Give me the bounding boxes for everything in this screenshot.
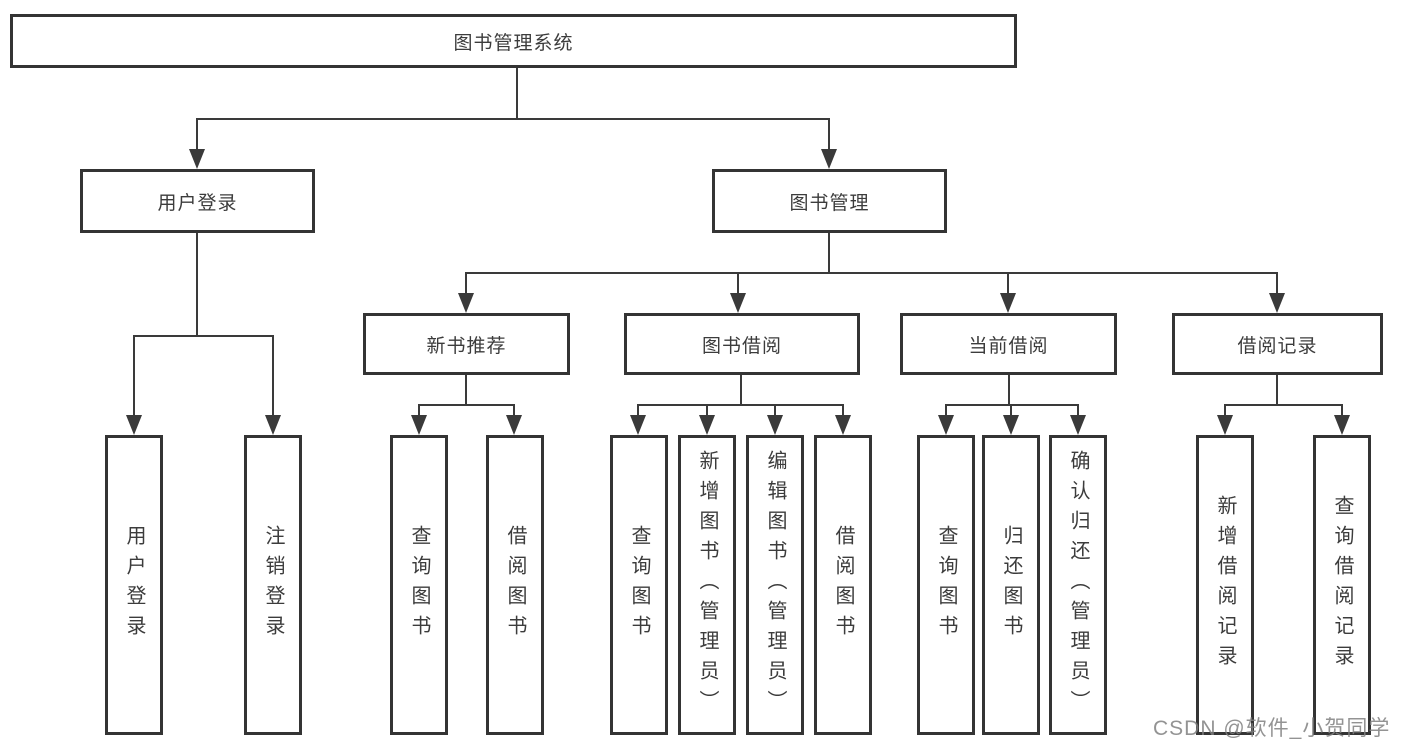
arrowhead-down: [1003, 415, 1019, 435]
connector-line: [1077, 404, 1079, 417]
connector-line: [828, 233, 830, 274]
arrowhead-down: [1269, 293, 1285, 313]
node-borrowing-records-label: 借阅记录: [1237, 335, 1318, 357]
connector-line: [133, 335, 135, 417]
connector-line: [706, 404, 708, 417]
connector-line: [1276, 375, 1278, 406]
node-user-login-label: 用户登录: [157, 192, 238, 214]
leaf-bb-edit-book-admin: 编辑图书（管理员）: [746, 435, 804, 735]
arrowhead-down: [506, 415, 522, 435]
leaf-br-add-borrow-record-label: 新增借阅记录: [1214, 495, 1236, 675]
node-new-book-recommend-label: 新书推荐: [426, 335, 507, 357]
connector-line: [465, 272, 1278, 274]
leaf-nbr-query-books-label: 查询图书: [408, 525, 430, 645]
connector-line: [516, 68, 518, 120]
leaf-nbr-query-books: 查询图书: [390, 435, 448, 735]
arrowhead-down: [821, 149, 837, 169]
connector-line: [828, 118, 830, 151]
arrowhead-down: [699, 415, 715, 435]
leaf-cb-return-books-label: 归还图书: [1000, 525, 1022, 645]
root-box-library-management-system: 图书管理系统: [10, 14, 1017, 68]
leaf-logout: 注销登录: [244, 435, 302, 735]
connector-line: [740, 375, 742, 406]
leaf-bb-query-books: 查询图书: [610, 435, 668, 735]
node-current-borrowing: 当前借阅: [900, 313, 1117, 375]
node-book-management-label: 图书管理: [789, 192, 870, 214]
connector-line: [637, 404, 639, 417]
connector-line: [272, 335, 274, 417]
leaf-cb-query-books-label: 查询图书: [935, 525, 957, 645]
arrowhead-down: [1217, 415, 1233, 435]
leaf-nbr-borrow-books: 借阅图书: [486, 435, 544, 735]
leaf-bb-borrow-books-label: 借阅图书: [832, 525, 854, 645]
leaf-cb-query-books: 查询图书: [917, 435, 975, 735]
connector-line: [637, 404, 843, 406]
connector-line: [945, 404, 1079, 406]
arrowhead-down: [411, 415, 427, 435]
connector-line: [196, 118, 198, 151]
connector-line: [1341, 404, 1343, 417]
connector-line: [418, 404, 420, 417]
arrowhead-down: [1000, 293, 1016, 313]
leaf-cb-return-books: 归还图书: [982, 435, 1040, 735]
connector-line: [418, 404, 515, 406]
leaf-br-add-borrow-record: 新增借阅记录: [1196, 435, 1254, 735]
arrowhead-down: [189, 149, 205, 169]
leaf-bb-query-books-label: 查询图书: [628, 525, 650, 645]
connector-line: [1224, 404, 1343, 406]
connector-line: [513, 404, 515, 417]
arrowhead-down: [1070, 415, 1086, 435]
leaf-user-login-label: 用户登录: [123, 525, 145, 645]
connector-line: [196, 118, 830, 120]
leaf-cb-confirm-return-admin: 确认归还（管理员）: [1049, 435, 1107, 735]
arrowhead-down: [458, 293, 474, 313]
leaf-bb-borrow-books: 借阅图书: [814, 435, 872, 735]
connector-line: [133, 335, 274, 337]
arrowhead-down: [126, 415, 142, 435]
leaf-br-query-borrow-record: 查询借阅记录: [1313, 435, 1371, 735]
leaf-nbr-borrow-books-label: 借阅图书: [504, 525, 526, 645]
node-borrowing-records: 借阅记录: [1172, 313, 1383, 375]
leaf-br-query-borrow-record-label: 查询借阅记录: [1331, 495, 1353, 675]
root-box-label: 图书管理系统: [453, 32, 574, 54]
connector-line: [842, 404, 844, 417]
connector-line: [1276, 272, 1278, 295]
node-new-book-recommend: 新书推荐: [363, 313, 570, 375]
connector-line: [1224, 404, 1226, 417]
arrowhead-down: [1334, 415, 1350, 435]
connector-line: [1007, 272, 1009, 295]
connector-line: [737, 272, 739, 295]
csdn-watermark: CSDN @软件_小贺同学: [1153, 717, 1391, 740]
connector-line: [465, 375, 467, 406]
arrowhead-down: [767, 415, 783, 435]
leaf-cb-confirm-return-admin-label: 确认归还（管理员）: [1067, 450, 1089, 720]
node-book-borrowing: 图书借阅: [624, 313, 860, 375]
connector-line: [465, 272, 467, 295]
node-book-management: 图书管理: [712, 169, 947, 233]
arrowhead-down: [265, 415, 281, 435]
connector-line: [1010, 404, 1012, 417]
node-current-borrowing-label: 当前借阅: [968, 335, 1049, 357]
node-user-login: 用户登录: [80, 169, 315, 233]
arrowhead-down: [835, 415, 851, 435]
arrowhead-down: [730, 293, 746, 313]
connector-line: [945, 404, 947, 417]
leaf-bb-add-book-admin-label: 新增图书（管理员）: [696, 450, 718, 720]
arrowhead-down: [630, 415, 646, 435]
arrowhead-down: [938, 415, 954, 435]
leaf-logout-label: 注销登录: [262, 525, 284, 645]
leaf-user-login: 用户登录: [105, 435, 163, 735]
leaf-bb-edit-book-admin-label: 编辑图书（管理员）: [764, 450, 786, 720]
connector-line: [1008, 375, 1010, 406]
node-book-borrowing-label: 图书借阅: [701, 335, 782, 357]
connector-line: [196, 233, 198, 337]
leaf-bb-add-book-admin: 新增图书（管理员）: [678, 435, 736, 735]
connector-line: [774, 404, 776, 417]
